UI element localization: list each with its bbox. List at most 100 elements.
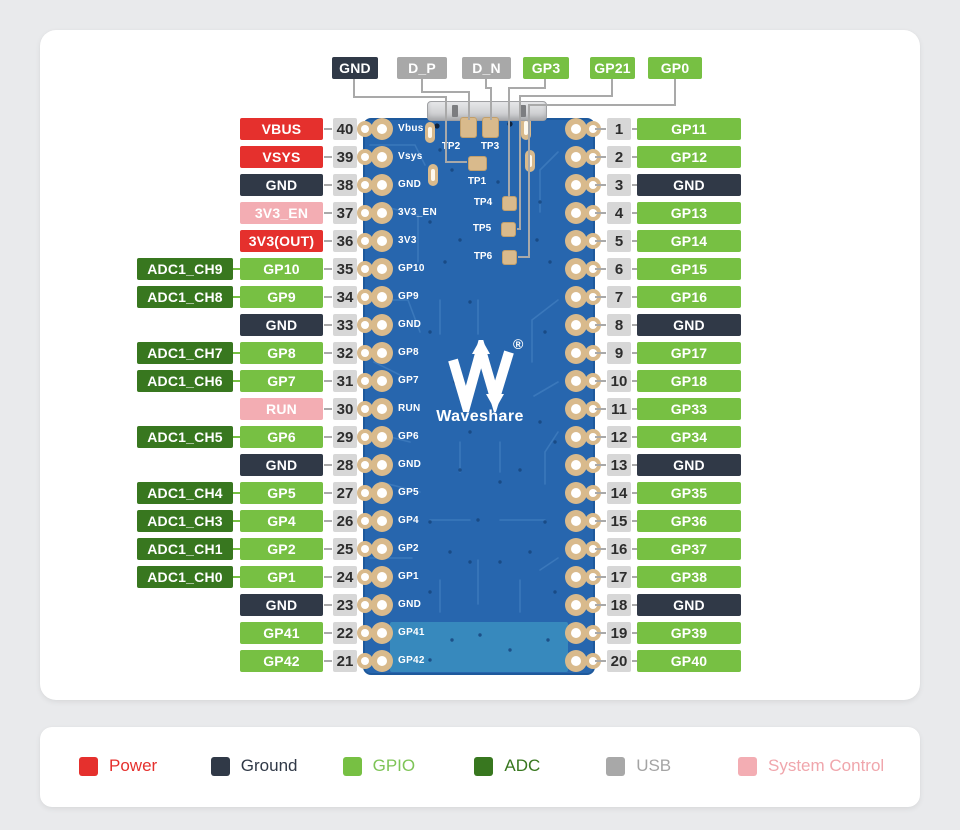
pin-connector-dash bbox=[595, 464, 606, 466]
pin-connector-dash bbox=[324, 156, 332, 158]
pin-castellation bbox=[585, 625, 601, 641]
testpoint-pad-tp4 bbox=[502, 196, 517, 211]
pin-hole-pad bbox=[565, 118, 587, 140]
pin-number-badge: 16 bbox=[607, 538, 631, 560]
top-connector-label-d_n: D_N bbox=[462, 57, 511, 79]
pin-hole-pad bbox=[565, 370, 587, 392]
pin-function-label: GP7 bbox=[240, 370, 323, 392]
pin-castellation bbox=[585, 121, 601, 137]
pin-connector-dash bbox=[632, 324, 637, 326]
pin-connector-dash bbox=[632, 212, 637, 214]
pin-hole-pad bbox=[371, 370, 393, 392]
pin-castellation bbox=[585, 177, 601, 193]
pin-hole-pad bbox=[565, 342, 587, 364]
pin-castellation bbox=[357, 121, 373, 137]
adc-connector-dash bbox=[233, 380, 240, 382]
pin-silkscreen-label: GP5 bbox=[398, 487, 419, 498]
pin-function-label: GP37 bbox=[637, 538, 741, 560]
legend-label: System Control bbox=[768, 756, 885, 775]
pin-hole-pad bbox=[565, 286, 587, 308]
pin-silkscreen-label: GP9 bbox=[398, 291, 419, 302]
pin-castellation bbox=[357, 177, 373, 193]
pin-hole-pad bbox=[371, 342, 393, 364]
pin-castellation bbox=[357, 485, 373, 501]
pin-connector-dash bbox=[595, 128, 606, 130]
pin-hole-pad bbox=[371, 174, 393, 196]
pin-number-badge: 29 bbox=[333, 426, 357, 448]
pin-castellation bbox=[357, 373, 373, 389]
pin-connector-dash bbox=[324, 576, 332, 578]
pin-number-badge: 34 bbox=[333, 286, 357, 308]
pin-function-label: GP14 bbox=[637, 230, 741, 252]
pin-connector-dash bbox=[632, 240, 637, 242]
pcb-module-area bbox=[390, 622, 568, 672]
pin-hole-pad bbox=[371, 398, 393, 420]
pin-number-badge: 5 bbox=[607, 230, 631, 252]
pin-hole-pad bbox=[371, 622, 393, 644]
pin-number-badge: 19 bbox=[607, 622, 631, 644]
top-connector-label-gnd: GND bbox=[332, 57, 378, 79]
pin-connector-dash bbox=[324, 296, 332, 298]
testpoint-pad-tp6 bbox=[502, 250, 517, 265]
pin-castellation bbox=[585, 205, 601, 221]
pin-function-label: GP13 bbox=[637, 202, 741, 224]
pin-connector-dash bbox=[324, 604, 332, 606]
pin-castellation bbox=[585, 653, 601, 669]
pin-castellation bbox=[357, 149, 373, 165]
pin-connector-dash bbox=[595, 156, 606, 158]
pin-connector-dash bbox=[595, 184, 606, 186]
pcb-oval-pad bbox=[525, 150, 535, 172]
pin-number-badge: 27 bbox=[333, 482, 357, 504]
pin-number-badge: 8 bbox=[607, 314, 631, 336]
legend-item-ground: Ground bbox=[210, 755, 298, 777]
pcb-oval-pad bbox=[425, 122, 435, 143]
legend-label: Ground bbox=[240, 756, 298, 775]
pin-silkscreen-label: GP41 bbox=[398, 627, 425, 638]
pin-connector-dash bbox=[595, 604, 606, 606]
pin-number-badge: 35 bbox=[333, 258, 357, 280]
pin-hole-pad bbox=[371, 510, 393, 532]
pin-function-label: GP33 bbox=[637, 398, 741, 420]
legend-item-system-control: System Control bbox=[738, 755, 884, 777]
top-connector-label-gp0: GP0 bbox=[648, 57, 702, 79]
pin-function-label: GP4 bbox=[240, 510, 323, 532]
pin-function-label: GND bbox=[240, 594, 323, 616]
pin-castellation bbox=[585, 597, 601, 613]
pin-number-badge: 2 bbox=[607, 146, 631, 168]
pin-connector-dash bbox=[632, 604, 637, 606]
pin-connector-dash bbox=[632, 408, 637, 410]
adc-connector-dash bbox=[233, 436, 240, 438]
pin-function-label: GP17 bbox=[637, 342, 741, 364]
pin-hole-pad bbox=[565, 622, 587, 644]
pin-silkscreen-label: 3V3 bbox=[398, 235, 417, 246]
pin-hole-pad bbox=[565, 174, 587, 196]
pin-number-badge: 39 bbox=[333, 146, 357, 168]
pin-connector-dash bbox=[632, 268, 637, 270]
pin-function-label: GND bbox=[240, 314, 323, 336]
pin-connector-dash bbox=[632, 660, 637, 662]
pin-castellation bbox=[585, 457, 601, 473]
pin-hole-pad bbox=[565, 538, 587, 560]
pin-connector-dash bbox=[632, 296, 637, 298]
pin-silkscreen-label: GND bbox=[398, 599, 422, 610]
pin-castellation bbox=[357, 625, 373, 641]
pin-function-label: GP18 bbox=[637, 370, 741, 392]
pin-silkscreen-label: GP8 bbox=[398, 347, 419, 358]
pin-hole-pad bbox=[371, 118, 393, 140]
adc-connector-dash bbox=[233, 492, 240, 494]
pin-function-label: GP36 bbox=[637, 510, 741, 532]
top-connector-label-gp3: GP3 bbox=[523, 57, 569, 79]
adc-channel-label: ADC1_CH4 bbox=[137, 482, 233, 504]
pin-function-label: GND bbox=[240, 454, 323, 476]
pin-number-badge: 10 bbox=[607, 370, 631, 392]
pin-castellation bbox=[357, 233, 373, 249]
pin-function-label: GND bbox=[637, 174, 741, 196]
pin-number-badge: 4 bbox=[607, 202, 631, 224]
pin-castellation bbox=[585, 317, 601, 333]
pin-connector-dash bbox=[632, 380, 637, 382]
pin-hole-pad bbox=[565, 594, 587, 616]
top-connector-label-d_p: D_P bbox=[397, 57, 447, 79]
pin-castellation bbox=[357, 541, 373, 557]
adc-channel-label: ADC1_CH1 bbox=[137, 538, 233, 560]
legend-item-usb: USB bbox=[606, 755, 671, 777]
